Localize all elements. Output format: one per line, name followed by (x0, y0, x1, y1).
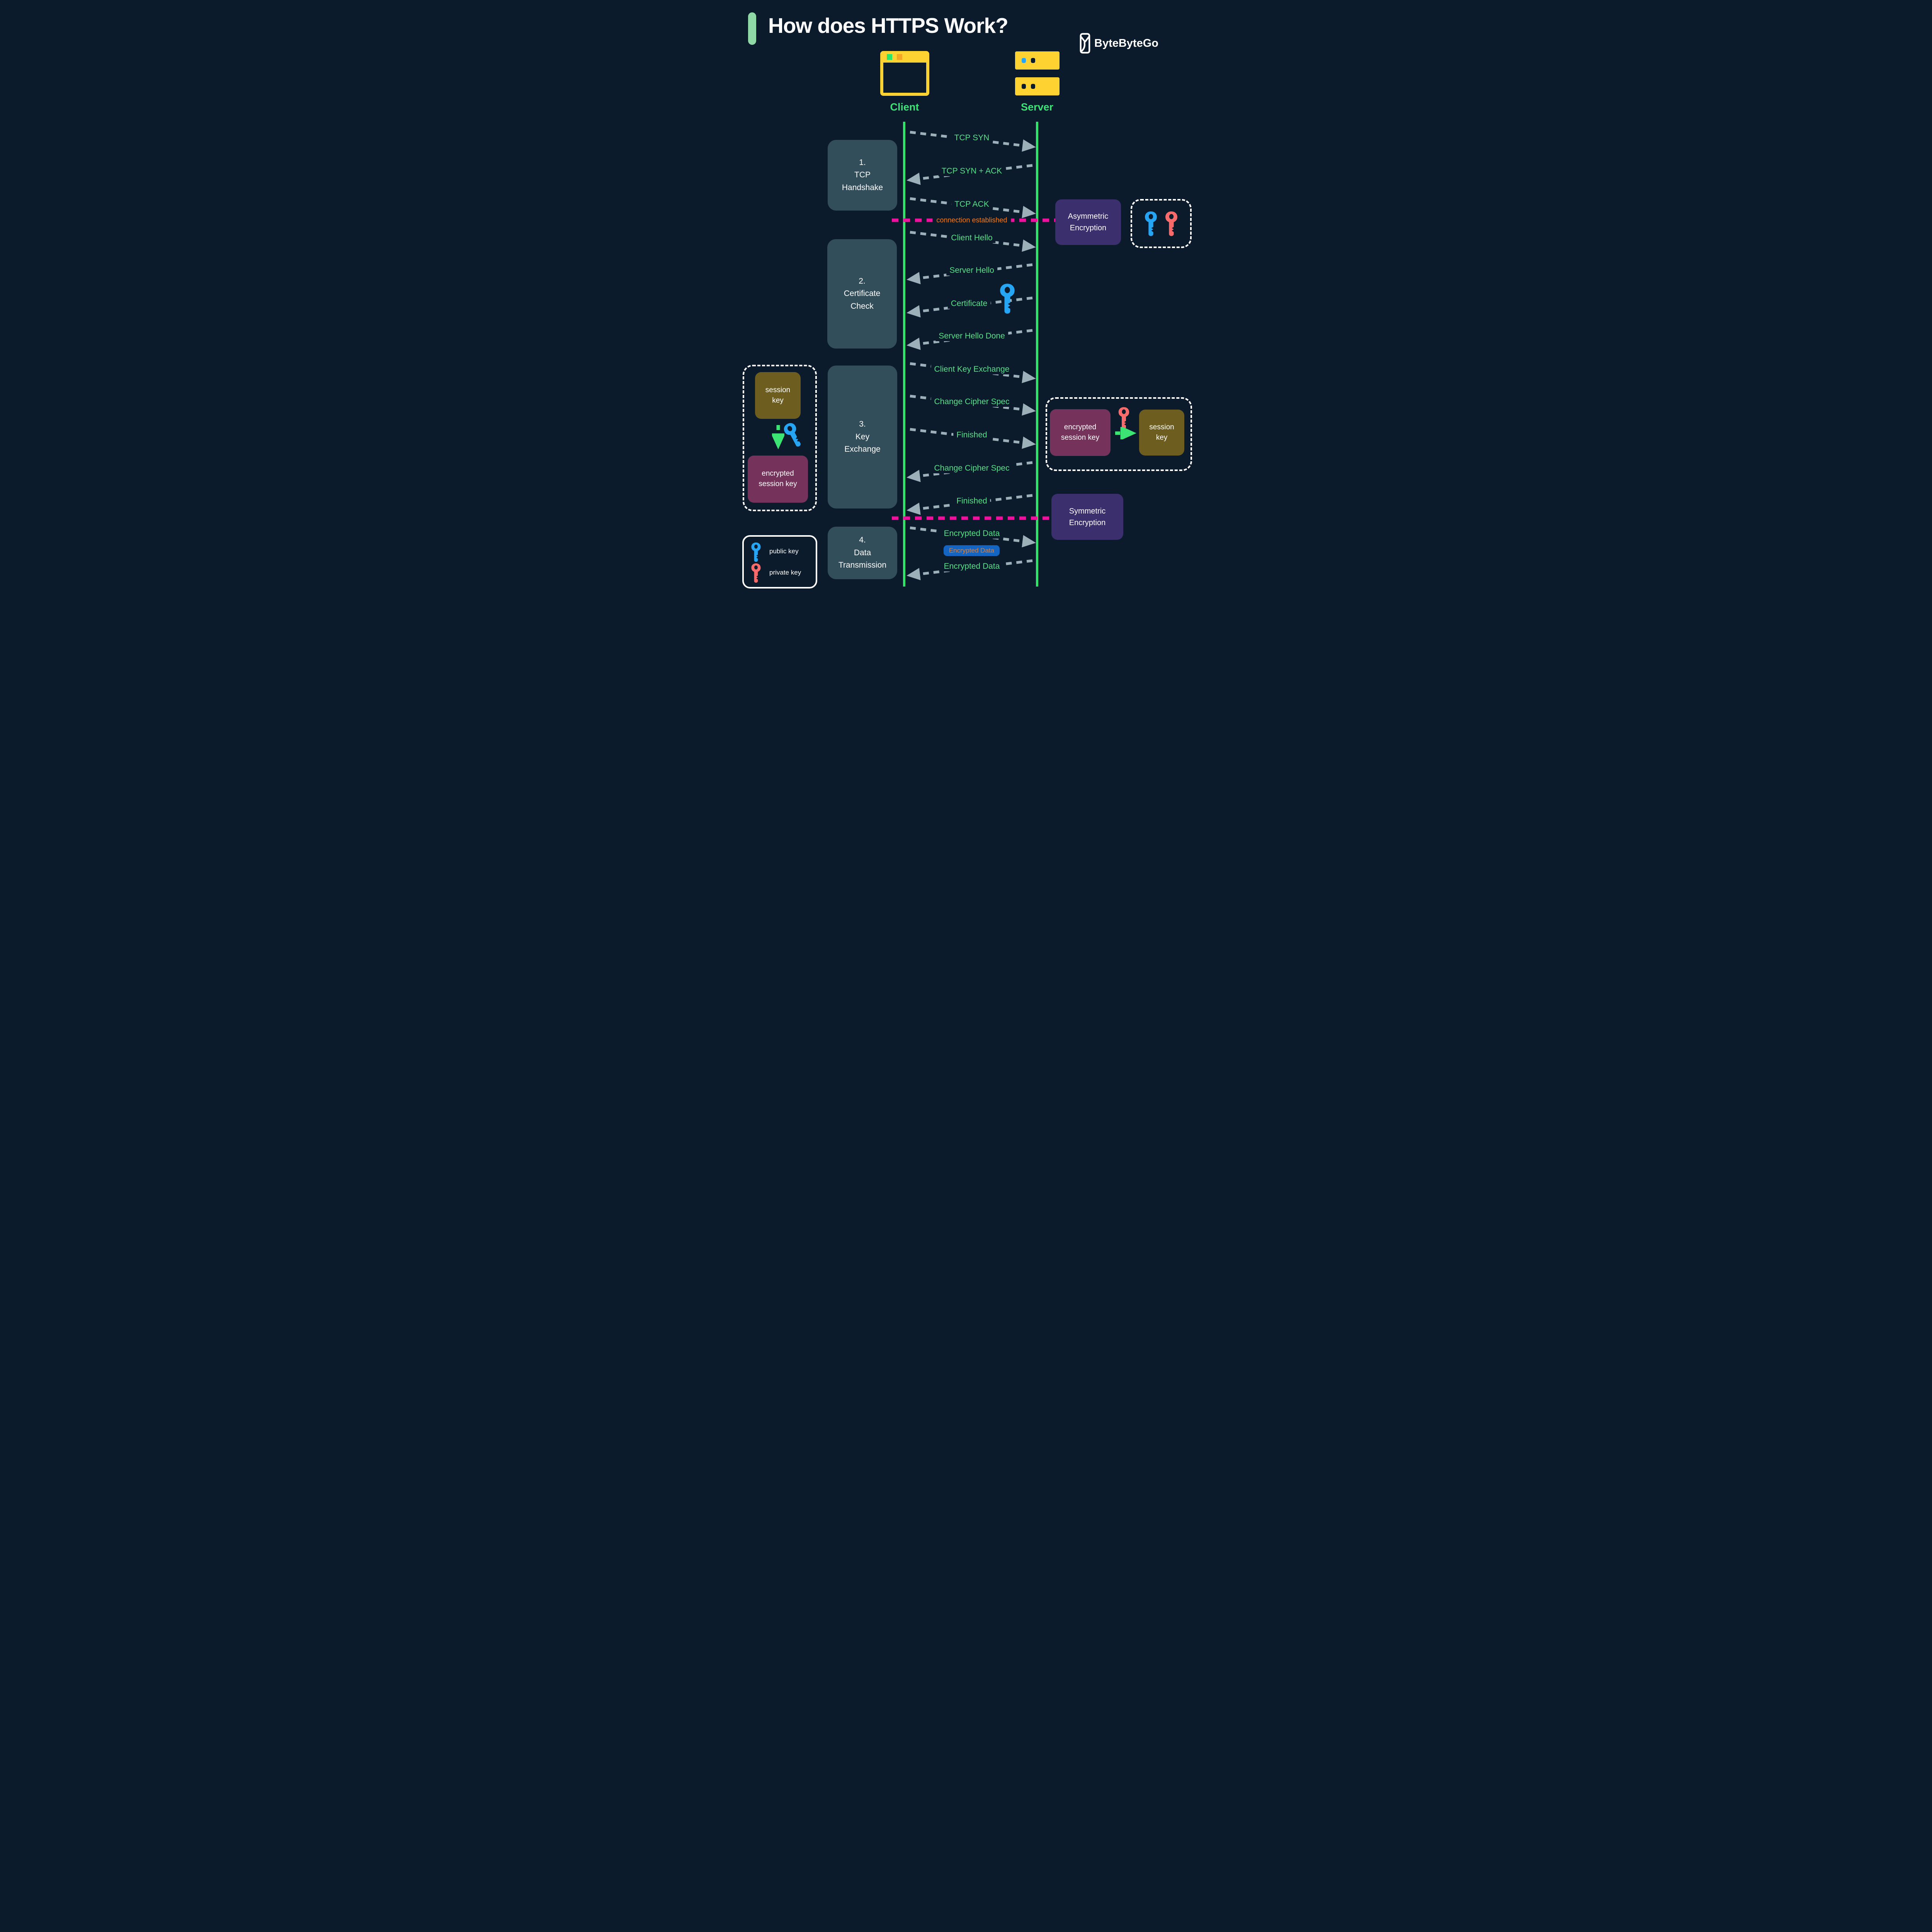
phase-name: TCP Handshake (842, 170, 883, 192)
server-led-dark (1031, 84, 1035, 89)
message-label: Encrypted Data (940, 561, 1003, 571)
message-label: Server Hello Done (935, 331, 1008, 341)
message-label: Change Cipher Spec (931, 463, 1013, 473)
title-accent-bar (748, 12, 756, 45)
asymmetric-encryption-label: Asymmetric Encryption (1068, 212, 1109, 232)
session-key-chip: session key (755, 372, 801, 419)
red-key-icon (750, 563, 762, 583)
client-lifeline (903, 122, 905, 587)
browser-dot-orange (897, 54, 902, 60)
server-led-dark (1031, 58, 1035, 63)
key-pair-box (1131, 199, 1192, 248)
message-label: Encrypted Data (940, 529, 1003, 539)
message-label: Change Cipher Spec (931, 397, 1013, 407)
message-label: TCP SYN (951, 133, 993, 143)
server-stack-icon (1015, 51, 1060, 70)
actor-label-server: Server (1020, 101, 1054, 113)
message-label: Finished (953, 496, 990, 506)
blue-key-icon (750, 542, 762, 562)
asymmetric-encryption-note: Asymmetric Encryption (1055, 199, 1121, 245)
phase-name: Key Exchange (844, 432, 881, 454)
message-label: Server Hello (946, 265, 997, 276)
decrypt-arrow-right (1115, 427, 1137, 439)
phase-box-data-transmission: 4. Data Transmission (828, 527, 897, 579)
message-label: Certificate (947, 299, 991, 309)
legend-private-key-label: private key (769, 569, 801, 576)
phase-name: Certificate Check (844, 289, 881, 311)
encrypt-arrow-down (772, 425, 784, 450)
session-key-label: session key (765, 386, 791, 405)
server-led-dark (1022, 84, 1026, 89)
server-session-key-box (1046, 397, 1192, 471)
client-session-key-box (743, 365, 817, 511)
message-label: Client Hello (948, 233, 996, 243)
https-infographic: How does HTTPS Work? ByteByteGo Client S… (734, 0, 1198, 603)
blue-key-icon (998, 283, 1017, 314)
page-title: How does HTTPS Work? (768, 14, 1009, 37)
encrypted-data-badge-label: Encrypted Data (949, 547, 995, 554)
red-key-icon (1164, 207, 1179, 240)
session-key-label: session key (1149, 423, 1174, 442)
encrypted-session-key-label: encrypted session key (759, 469, 797, 488)
browser-dot-green (887, 54, 892, 60)
key-legend: public key private key (742, 535, 817, 588)
server-lifeline (1036, 122, 1038, 587)
server-led-blue (1022, 58, 1026, 63)
actor-label-client: Client (890, 101, 919, 113)
phase-number: 2. (859, 276, 866, 286)
phase-name: Data Transmission (838, 548, 887, 570)
connection-established-label: connection established (932, 216, 1011, 224)
blue-key-icon (781, 420, 806, 450)
server-stack-icon (1015, 77, 1060, 95)
browser-window-icon (880, 51, 929, 96)
message-label: Client Key Exchange (931, 364, 1013, 374)
message-label: TCP ACK (951, 199, 992, 209)
phase-number: 4. (859, 536, 866, 545)
blue-key-icon (1144, 207, 1158, 240)
phase-box-key-exchange: 3. Key Exchange (828, 366, 897, 509)
message-label: TCP SYN + ACK (938, 166, 1005, 176)
red-key-icon (1117, 406, 1130, 430)
brand-logo: ByteByteGo (1079, 32, 1158, 54)
bytebytego-shield-icon (1079, 32, 1091, 54)
encrypted-data-badge: Encrypted Data (944, 545, 1000, 556)
phase-box-certificate-check: 2. Certificate Check (827, 239, 897, 349)
encrypted-session-key-chip: encrypted session key (748, 456, 808, 503)
session-key-chip: session key (1139, 410, 1184, 456)
encrypted-session-key-chip: encrypted session key (1050, 409, 1111, 456)
phase-box-tcp-handshake: 1. TCP Handshake (828, 140, 897, 211)
message-label: Finished (953, 430, 990, 440)
brand-name: ByteByteGo (1094, 37, 1158, 49)
phase-number: 1. (859, 158, 866, 167)
browser-screen (883, 63, 926, 93)
encrypted-session-key-label: encrypted session key (1061, 423, 1100, 442)
phase-number: 3. (859, 420, 866, 429)
symmetric-encryption-note: Symmetric Encryption (1051, 494, 1123, 540)
legend-public-key-label: public key (769, 548, 799, 555)
symmetric-encryption-label: Symmetric Encryption (1069, 507, 1106, 527)
